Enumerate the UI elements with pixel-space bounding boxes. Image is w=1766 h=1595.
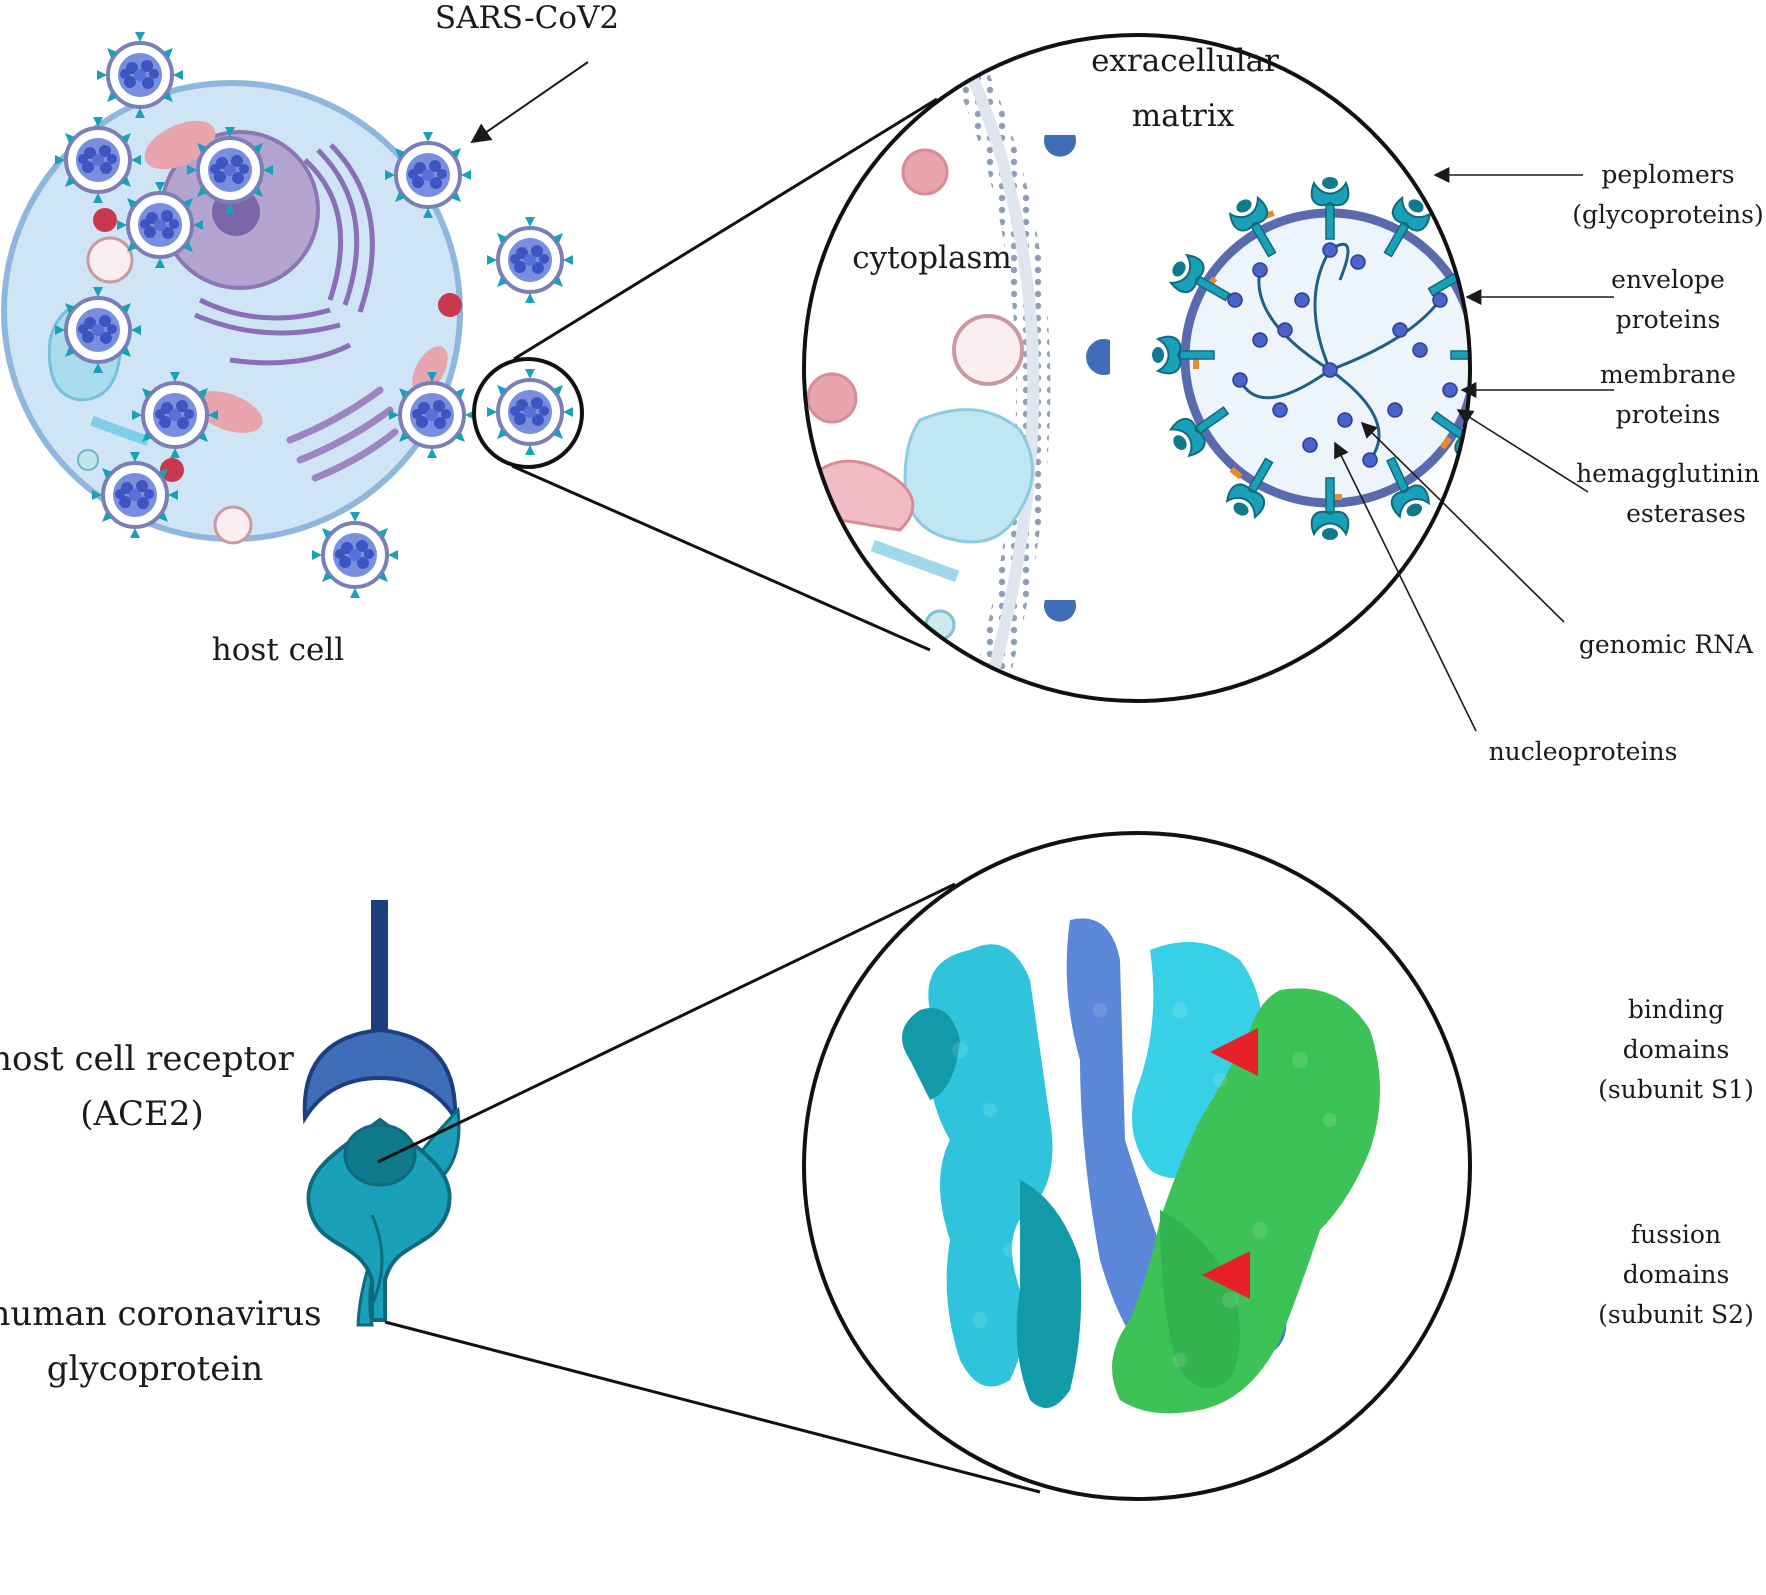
label-peplomers-sub: (glycoproteins) <box>1572 200 1763 229</box>
arrow-nucleoproteins <box>1334 441 1477 732</box>
label-glycoprotein-sub: glycoprotein <box>47 1349 263 1389</box>
coronavirus-glycoprotein <box>306 1117 452 1322</box>
protein-chain-teal <box>1016 1180 1082 1408</box>
golgi-apparatus <box>286 386 399 482</box>
zoom-line-bottom-upper <box>377 882 956 1164</box>
label-fusion-domains: domains <box>1623 1260 1730 1289</box>
label-extracellular: exracellular <box>1091 43 1279 79</box>
zoom-circle-virus <box>802 33 1472 703</box>
label-peplomers: peplomers <box>1601 160 1734 189</box>
nucleoprotein-dots <box>1227 242 1458 468</box>
label-hemagglutinin-sub: esterases <box>1626 499 1746 528</box>
label-receptor-ace2: (ACE2) <box>80 1094 204 1134</box>
protein-chain-blue <box>1066 918 1182 1360</box>
arrow-hemagglutinin <box>1456 409 1589 493</box>
zoom-line-top-lower <box>511 464 931 652</box>
label-glycoprotein: human coronavirus <box>0 1294 322 1334</box>
label-receptor: host cell receptor <box>0 1039 295 1079</box>
cytoplasm-vesicle <box>901 148 949 196</box>
membrane-receptors <box>1044 135 1110 622</box>
arrow-sars-cov2 <box>470 61 589 144</box>
lysosome-zoom <box>952 314 1024 386</box>
zoom-circle-spike-protein <box>802 831 1472 1501</box>
label-binding-s1: (subunit S1) <box>1598 1075 1754 1104</box>
label-binding: binding <box>1628 995 1724 1024</box>
receptor-binding-illustration <box>302 900 461 1327</box>
label-envelope-sub: proteins <box>1616 305 1721 334</box>
lysosome <box>86 236 134 284</box>
label-binding-domains: domains <box>1623 1035 1730 1064</box>
label-fusion: fussion <box>1631 1220 1721 1249</box>
endoplasmic-reticulum <box>194 143 375 366</box>
label-cytoplasm: cytoplasm <box>852 240 1012 276</box>
label-genomic-rna: genomic RNA <box>1579 630 1754 659</box>
receptor-stalk <box>371 900 388 1038</box>
vacuole-zoom <box>903 408 1034 544</box>
label-extracellular-matrix: matrix <box>1132 98 1235 134</box>
label-membrane-sub: proteins <box>1616 400 1721 429</box>
label-nucleoproteins: nucleoproteins <box>1489 737 1678 766</box>
zoom-source-circle <box>472 357 584 469</box>
arrow-genomic-rna <box>1360 421 1565 623</box>
protein-chain-cyan <box>927 944 1053 1387</box>
host-cell-illustration <box>1 30 584 600</box>
label-sars-cov2: SARS-CoV2 <box>435 0 619 36</box>
zoom-line-bottom-lower <box>384 1320 1041 1494</box>
label-fusion-s2: (subunit S2) <box>1598 1300 1754 1329</box>
label-membrane: membrane <box>1600 360 1736 389</box>
ace2-receptor <box>302 1027 458 1125</box>
vesicle-red <box>93 208 117 232</box>
label-hemagglutinin: hemagglutinin <box>1576 459 1760 488</box>
label-envelope: envelope <box>1611 265 1725 294</box>
glycoprotein-head <box>343 1123 417 1187</box>
label-host-cell: host cell <box>212 632 344 668</box>
genomic-rna-strands <box>1238 242 1442 461</box>
zoom-line-top-upper <box>513 97 938 361</box>
